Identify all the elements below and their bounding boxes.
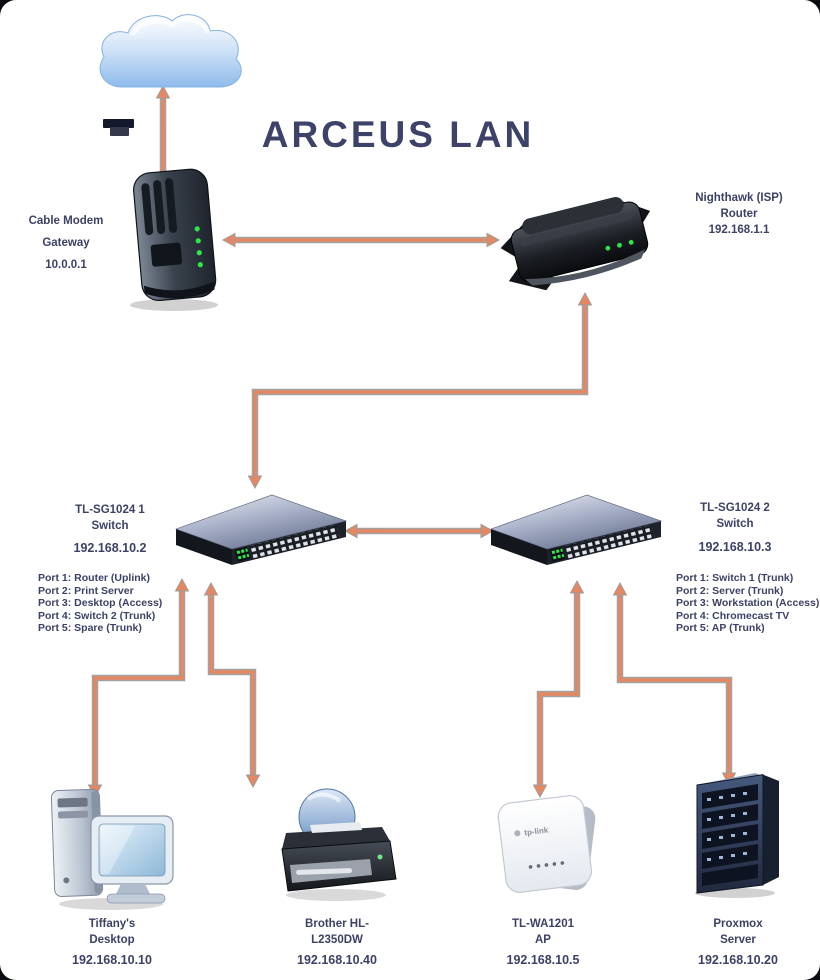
port-line: Port 3: Desktop (Access): [38, 597, 163, 610]
modem-ip: 10.0.0.1: [45, 259, 87, 271]
access-point-label: TL-WA1201 AP: [483, 916, 603, 948]
port-line: Port 4: Chromecast TV: [676, 609, 790, 622]
server-ip: 192.168.10.20: [698, 953, 778, 967]
internet-cloud-icon: [99, 14, 242, 88]
printer-icon: [281, 788, 397, 901]
router-name: Nighthawk (ISP): [695, 192, 783, 204]
desktop-ip: 192.168.10.10: [72, 953, 152, 967]
port-line: Port 5: Spare (Trunk): [38, 622, 142, 635]
modem-icon: [130, 168, 218, 311]
router-label: Nighthawk (ISP) Router 192.168.1.1: [672, 190, 806, 238]
access-point-icon: tp-link: [497, 795, 596, 893]
port-line: Port 3: Workstation (Access): [676, 597, 820, 610]
server-name: Proxmox: [713, 918, 763, 930]
switch2-label: TL-SG1024 2 Switch: [673, 500, 797, 532]
switch1-icon: [175, 494, 348, 565]
isp-mark: [103, 119, 134, 128]
switch1-sub: Switch: [91, 520, 129, 532]
ap-logo-text: tp-link: [524, 825, 549, 837]
switch1-ip: 192.168.10.2: [73, 541, 147, 555]
port-line: Port 5: AP (Trunk): [676, 622, 765, 635]
port-line: Port 1: Switch 1 (Trunk): [676, 572, 794, 584]
port-line: Port 2: Print Server: [38, 584, 134, 597]
isp-mark-base: [110, 127, 129, 136]
printer-ip: 192.168.10.40: [297, 953, 377, 967]
switch2-icon: [490, 494, 663, 565]
server-type: Server: [720, 934, 756, 946]
switch1-name: TL-SG1024 1: [75, 504, 145, 516]
printer-type: L2350DW: [311, 934, 363, 946]
router-ip: 192.168.1.1: [708, 224, 770, 236]
ap-name: TL-WA1201: [512, 918, 574, 930]
ap-ip: 192.168.10.5: [506, 953, 580, 967]
printer-name: Brother HL-: [305, 918, 369, 930]
router-icon: [500, 196, 651, 291]
desktop-name: Tiffany's: [88, 918, 136, 930]
desktop-icon: [50, 788, 174, 910]
modem-sub: Gateway: [42, 237, 90, 249]
desktop-type: Desktop: [89, 934, 135, 946]
server-label: Proxmox Server: [678, 916, 798, 948]
switch1-port-list: Port 1: Router (Uplink) Port 2: Print Se…: [38, 572, 183, 635]
switch2-name: TL-SG1024 2: [700, 502, 770, 514]
port-line: Port 1: Router (Uplink): [38, 572, 150, 584]
switch2-ip: 192.168.10.3: [698, 540, 772, 554]
page-title: ARCEUS LAN: [261, 114, 535, 155]
switch1-label: TL-SG1024 1 Switch: [48, 502, 172, 534]
router-sub: Router: [720, 208, 758, 220]
port-line: Port 4: Switch 2 (Trunk): [38, 609, 156, 622]
printer-label: Brother HL- L2350DW: [277, 916, 397, 948]
modem-label: Cable Modem Gateway 10.0.0.1: [14, 210, 118, 276]
desktop-label: Tiffany's Desktop: [52, 916, 172, 948]
port-line: Port 2: Server (Trunk): [676, 584, 784, 597]
server-icon: [695, 773, 779, 898]
modem-name: Cable Modem: [28, 215, 104, 227]
switch2-port-list: Port 1: Switch 1 (Trunk) Port 2: Server …: [676, 572, 820, 635]
ap-type: AP: [535, 934, 551, 946]
switch2-sub: Switch: [716, 518, 754, 530]
